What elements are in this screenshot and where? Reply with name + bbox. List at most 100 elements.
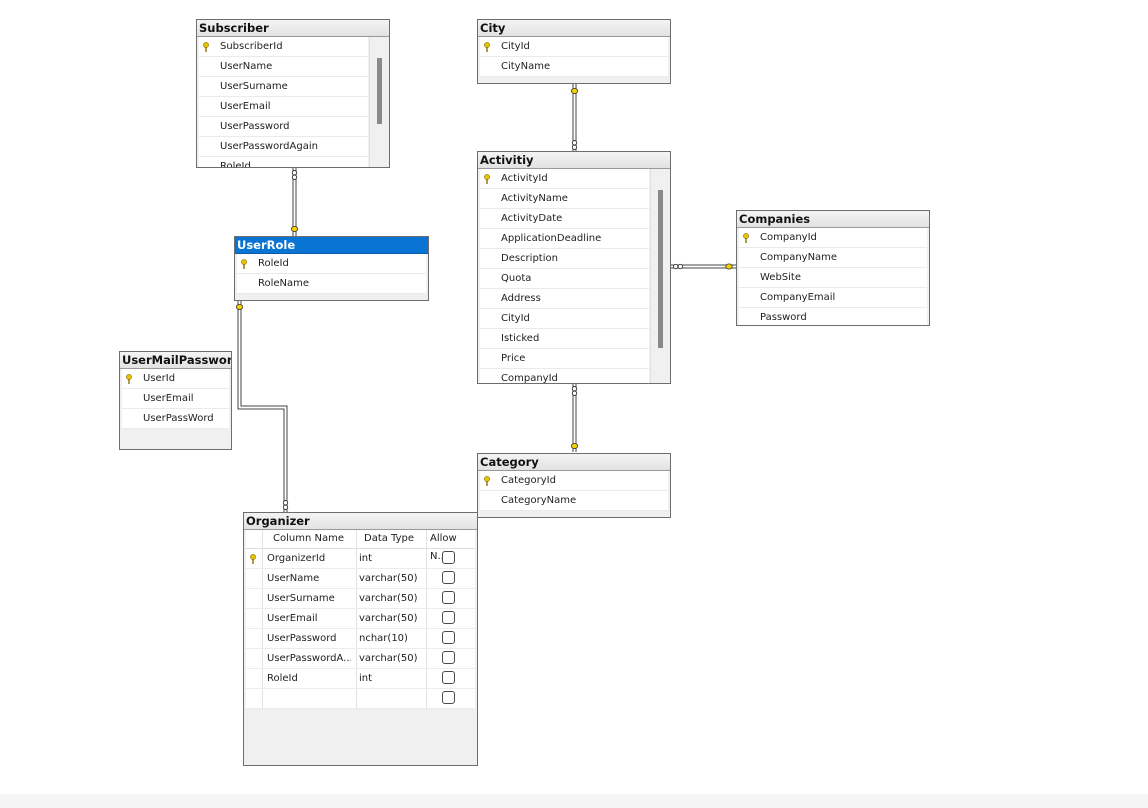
- cell-data-type[interactable]: nchar(10): [356, 629, 427, 648]
- table-title[interactable]: City: [478, 20, 670, 37]
- cell-column-name[interactable]: [267, 689, 351, 708]
- key-icon: [484, 174, 490, 184]
- table-title[interactable]: Activitiy: [478, 152, 670, 169]
- relationship-subscriber-userrole[interactable]: [290, 168, 299, 236]
- table-title[interactable]: Organizer: [244, 513, 477, 530]
- allow-nulls-checkbox[interactable]: [442, 571, 455, 584]
- relationship-userrole-organizer[interactable]: [235, 300, 289, 512]
- allow-nulls-checkbox[interactable]: [442, 651, 455, 664]
- column-row[interactable]: RoleId: [199, 157, 368, 167]
- cell-column-name[interactable]: UserPasswordA...: [267, 653, 351, 664]
- column-row[interactable]: UserId: [122, 369, 229, 389]
- cell-data-type[interactable]: int: [356, 669, 427, 688]
- column-name: Description: [501, 253, 558, 264]
- scrollbar[interactable]: [650, 169, 670, 383]
- relationship-activity-category[interactable]: [570, 384, 579, 452]
- header-data-type[interactable]: Data Type: [364, 533, 415, 544]
- table-companies[interactable]: Companies CompanyId CompanyName WebSite …: [736, 210, 930, 326]
- cell-column-name[interactable]: UserName: [267, 573, 320, 584]
- table-city[interactable]: City CityId CityName: [477, 19, 671, 84]
- column-row[interactable]: CompanyName: [739, 248, 927, 268]
- key-icon: [484, 42, 490, 52]
- grid-row[interactable]: UserSurname varchar(50): [246, 589, 475, 609]
- column-row[interactable]: ActivityId: [480, 169, 649, 189]
- column-row[interactable]: UserSurname: [199, 77, 368, 97]
- column-name: CategoryId: [501, 475, 556, 486]
- allow-nulls-checkbox[interactable]: [442, 591, 455, 604]
- grid-row-new[interactable]: [246, 689, 475, 709]
- column-row[interactable]: Password: [739, 308, 927, 325]
- allow-nulls-checkbox[interactable]: [442, 611, 455, 624]
- scrollbar-thumb[interactable]: [658, 190, 663, 348]
- column-row[interactable]: ActivityDate: [480, 209, 649, 229]
- column-row[interactable]: ActivityName: [480, 189, 649, 209]
- column-row[interactable]: WebSite: [739, 268, 927, 288]
- allow-nulls-checkbox[interactable]: [442, 631, 455, 644]
- table-title[interactable]: Companies: [737, 211, 929, 228]
- column-row[interactable]: CityId: [480, 309, 649, 329]
- column-row[interactable]: RoleId: [237, 254, 426, 274]
- grid-row[interactable]: OrganizerId int: [246, 549, 475, 569]
- allow-nulls-checkbox[interactable]: [442, 691, 455, 704]
- cell-column-name[interactable]: UserSurname: [267, 593, 335, 604]
- grid-row[interactable]: UserEmail varchar(50): [246, 609, 475, 629]
- grid-row[interactable]: RoleId int: [246, 669, 475, 689]
- column-row[interactable]: Address: [480, 289, 649, 309]
- table-userrole[interactable]: UserRole RoleId RoleName: [234, 236, 429, 301]
- column-row[interactable]: UserPassword: [199, 117, 368, 137]
- column-row[interactable]: CompanyEmail: [739, 288, 927, 308]
- column-row[interactable]: UserName: [199, 57, 368, 77]
- column-row[interactable]: Description: [480, 249, 649, 269]
- cell-data-type[interactable]: varchar(50): [356, 569, 427, 588]
- column-grid[interactable]: Column Name Data Type Allow N... Organiz…: [246, 530, 475, 709]
- grid-row[interactable]: UserPassword nchar(10): [246, 629, 475, 649]
- header-allow-nulls[interactable]: Allow N...: [430, 533, 457, 562]
- table-organizer[interactable]: Organizer Column Name Data Type Allow N.…: [243, 512, 478, 766]
- table-title[interactable]: Category: [478, 454, 670, 471]
- relationship-city-activity[interactable]: [570, 84, 579, 151]
- grid-row[interactable]: UserName varchar(50): [246, 569, 475, 589]
- table-activity[interactable]: Activitiy ActivityId ActivityName Activi…: [477, 151, 671, 384]
- cell-data-type[interactable]: [356, 689, 427, 708]
- cell-data-type[interactable]: varchar(50): [356, 589, 427, 608]
- scrollbar[interactable]: [369, 37, 389, 167]
- column-row[interactable]: CityName: [480, 57, 668, 77]
- relationship-activity-companies[interactable]: [671, 263, 736, 270]
- table-title[interactable]: Subscriber: [197, 20, 389, 37]
- column-row[interactable]: CityId: [480, 37, 668, 57]
- column-row[interactable]: CategoryId: [480, 471, 668, 491]
- column-row[interactable]: UserPasswordAgain: [199, 137, 368, 157]
- cell-data-type[interactable]: varchar(50): [356, 649, 427, 668]
- column-row[interactable]: CategoryName: [480, 491, 668, 511]
- column-row[interactable]: CompanyId: [739, 228, 927, 248]
- column-row[interactable]: Isticked: [480, 329, 649, 349]
- column-row[interactable]: ApplicationDeadline: [480, 229, 649, 249]
- scrollbar-thumb[interactable]: [377, 58, 382, 124]
- table-usermailpassword[interactable]: UserMailPassword UserId UserEmail UserPa…: [119, 351, 232, 450]
- cell-column-name[interactable]: OrganizerId: [267, 553, 326, 564]
- cell-column-name[interactable]: RoleId: [267, 673, 298, 684]
- cell-column-name[interactable]: UserPassword: [267, 633, 337, 644]
- allow-nulls-checkbox[interactable]: [442, 671, 455, 684]
- grid-row[interactable]: UserPasswordA... varchar(50): [246, 649, 475, 669]
- column-row[interactable]: UserPassWord: [122, 409, 229, 429]
- table-category[interactable]: Category CategoryId CategoryName: [477, 453, 671, 518]
- column-row[interactable]: RoleName: [237, 274, 426, 294]
- column-name: CityId: [501, 313, 530, 324]
- cell-data-type[interactable]: varchar(50): [356, 609, 427, 628]
- table-title[interactable]: UserRole: [235, 237, 428, 254]
- header-column-name[interactable]: Column Name: [273, 533, 344, 544]
- column-row[interactable]: UserEmail: [122, 389, 229, 409]
- column-row[interactable]: CompanyId: [480, 369, 649, 383]
- column-row[interactable]: UserEmail: [199, 97, 368, 117]
- column-row[interactable]: Price: [480, 349, 649, 369]
- column-row[interactable]: Quota: [480, 269, 649, 289]
- table-subscriber[interactable]: Subscriber SubscriberId UserName UserSur…: [196, 19, 390, 168]
- column-row[interactable]: SubscriberId: [199, 37, 368, 57]
- table-title[interactable]: UserMailPassword: [120, 352, 232, 369]
- column-name: CompanyEmail: [760, 292, 836, 303]
- allow-nulls-checkbox[interactable]: [442, 551, 455, 564]
- cell-column-name[interactable]: UserEmail: [267, 613, 318, 624]
- cell-data-type[interactable]: int: [356, 549, 427, 568]
